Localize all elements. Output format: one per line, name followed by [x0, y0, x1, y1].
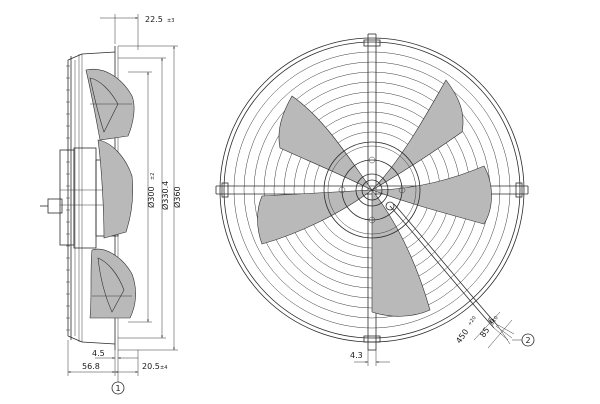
side-blades	[85, 68, 136, 319]
front-blades	[257, 79, 492, 317]
guard-ring	[233, 51, 511, 329]
dim-20-5-tol: ±4	[160, 365, 167, 371]
cable-450-tol: +20	[467, 315, 478, 327]
dia-330-label: Ø330.4	[160, 181, 170, 210]
callout-1-label: 1	[116, 384, 121, 393]
dia-300-tol: ±2	[150, 173, 156, 180]
callout-2-circle	[521, 333, 535, 347]
hub	[323, 141, 421, 239]
dim-22-5: 22.5 ±3	[100, 14, 174, 50]
dim-4-5-label: 4.5	[92, 349, 105, 358]
dia-360-label: Ø360	[172, 186, 182, 208]
callout-1-circle	[111, 381, 125, 395]
side-view: 22.5 ±3 Ø300 ±2 Ø330.4 Ø360	[40, 14, 182, 395]
cable-6-label: 6	[486, 316, 496, 325]
dim-22-5-label: 22.5	[145, 15, 163, 24]
cable-dims: 450 +20 85 ±10 6 2	[454, 311, 535, 349]
cable-85-label: 85	[478, 326, 491, 340]
guard-ring	[223, 41, 521, 339]
dim-4-3-label: 4.3	[350, 351, 363, 360]
callout-2-label: 2	[526, 336, 531, 345]
dim-56-8-label: 56.8	[82, 362, 100, 371]
front-view: 450 +20 85 ±10 6 2 4.3	[215, 33, 535, 366]
bottom-dims: 4.5 56.8 20.5 ±4 1	[67, 340, 167, 395]
dim-4-3: 4.3	[350, 350, 390, 366]
cable-450-label: 450	[454, 327, 470, 345]
cable	[389, 203, 515, 345]
dia-dims: Ø300 ±2 Ø330.4 Ø360	[118, 45, 182, 351]
cable-85-tol: ±10	[489, 315, 500, 327]
dim-20-5-label: 20.5	[142, 362, 160, 371]
dim-22-5-tol: ±3	[167, 18, 174, 24]
dia-300-label: Ø300	[146, 186, 156, 208]
guard-ring	[243, 61, 501, 319]
